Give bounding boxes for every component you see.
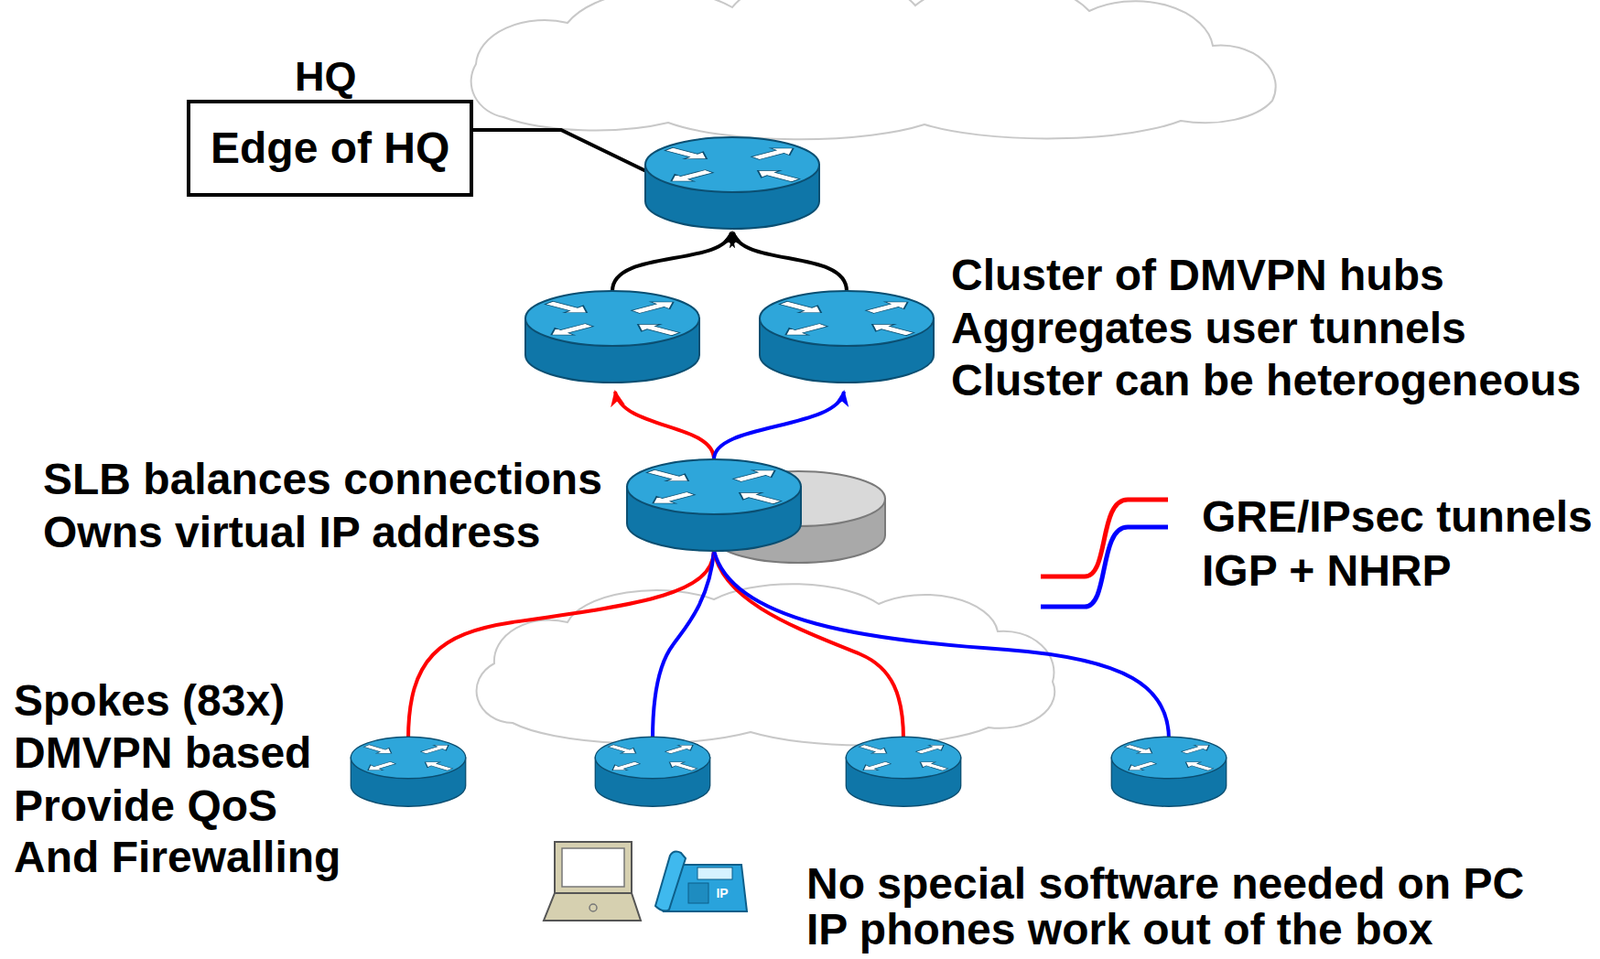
- tunnel-arrow: [713, 391, 844, 460]
- annotation-text: No special software needed on PC: [806, 860, 1525, 909]
- tunnel-line: [408, 551, 714, 740]
- annotation-text: Spokes (83x): [13, 674, 285, 728]
- annotation-text: SLB balances connections: [43, 453, 603, 507]
- tunnel-line: [652, 551, 714, 740]
- spoke-router: [1111, 736, 1226, 807]
- annotation-text: And Firewalling: [13, 831, 341, 885]
- cloud-outline: [448, 0, 1319, 129]
- annotation-text: IP phones work out of the box: [806, 906, 1433, 954]
- annotation-text: Aggregates user tunnels: [951, 302, 1467, 356]
- annotation-text: Cluster can be heterogeneous: [951, 354, 1581, 408]
- hub-router: [525, 291, 700, 383]
- annotation-text: DMVPN based: [13, 726, 312, 780]
- ip-phone-icon: [655, 852, 747, 912]
- annotation-text: Owns virtual IP address: [43, 506, 541, 560]
- spoke-router: [350, 736, 465, 807]
- annotation-text: Provide QoS: [13, 779, 278, 833]
- spoke-router: [594, 736, 710, 807]
- annotation-text: Cluster of DMVPN hubs: [951, 248, 1445, 303]
- spoke-router: [845, 736, 961, 807]
- phone-marking: IP: [715, 886, 728, 901]
- uplink-arrow: [733, 232, 847, 292]
- laptop-icon: [543, 842, 641, 921]
- cloud-region: HQ: [448, 0, 1319, 129]
- node-text: Edge of HQ: [210, 121, 450, 175]
- legend-text: IGP + NHRP: [1201, 544, 1452, 598]
- hub-router: [759, 291, 934, 383]
- internet-cloud: [476, 583, 1056, 746]
- legend-sample: [1040, 527, 1168, 607]
- slb-router: [627, 459, 801, 552]
- tunnel-arrow: [615, 391, 714, 460]
- callout-box: Edge of HQ: [186, 99, 474, 197]
- legend-text: GRE/IPsec tunnels: [1201, 490, 1593, 544]
- hq-router: [645, 137, 820, 229]
- tunnel-line: [713, 551, 904, 740]
- node-text: HQ: [294, 50, 357, 104]
- uplink-arrow: [612, 232, 732, 292]
- leader-line: [473, 129, 652, 174]
